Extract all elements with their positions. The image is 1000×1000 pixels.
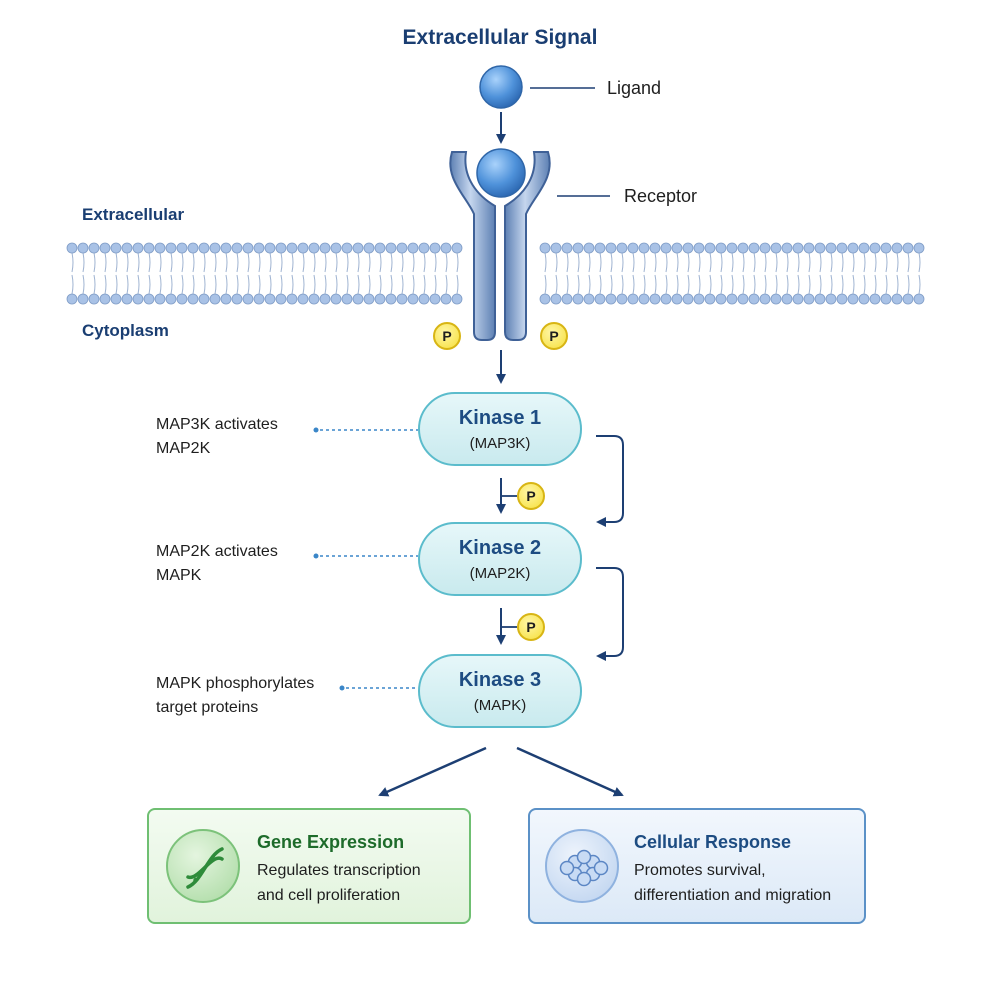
kinase-1-note-line-2: MAP2K — [156, 440, 211, 457]
kinase-2-note-line-1: MAP2K activates — [156, 543, 278, 560]
cascade-arrow-1 — [596, 435, 624, 527]
kinase-2-node: Kinase 2 (MAP2K) — [418, 522, 582, 596]
kinase-3-node: Kinase 3 (MAPK) — [418, 654, 582, 728]
bound-ligand — [476, 148, 526, 198]
kinase-3-type: (MAPK) — [473, 697, 527, 714]
kinase-1-note: MAP3K activates MAP2K — [156, 413, 278, 461]
cellular-response-description: Promotes survival, differentiation and m… — [634, 858, 831, 908]
kinase-1-name: Kinase 1 — [458, 407, 542, 429]
to-gene-expression-arrow — [378, 746, 487, 797]
ligand-label: Ligand — [607, 78, 662, 98]
note-leader-1 — [313, 427, 418, 433]
kinase-2-name: Kinase 2 — [458, 537, 542, 559]
cytoplasm-label: Cytoplasm — [82, 321, 169, 340]
cell-membrane — [66, 242, 925, 305]
kinase-3-note-line-2: target proteins — [156, 699, 259, 716]
receptor-label: Receptor — [624, 186, 698, 206]
gene-desc-line-1: Regulates transcription — [257, 862, 421, 879]
note-leader-2 — [313, 553, 418, 559]
kinase-2-note-line-2: MAPK — [156, 567, 202, 584]
receptor-phosphate-right: P — [540, 322, 568, 350]
kinase-3-note: MAPK phosphorylates target proteins — [156, 672, 314, 720]
receptor-phosphate-left: P — [433, 322, 461, 350]
kinase-3-note-line-1: MAPK phosphorylates — [156, 675, 315, 692]
kinase3-phosphate: P — [517, 613, 545, 641]
kinase-1-note-line-1: MAP3K activates — [156, 416, 278, 433]
cellular-response-box: Cellular Response Promotes survival, dif… — [528, 808, 866, 924]
gene-expression-box: Gene Expression Regulates transcription … — [147, 808, 471, 924]
dna-icon — [166, 829, 240, 903]
to-cellular-response-arrow — [516, 746, 624, 797]
cell-desc-line-1: Promotes survival, — [634, 862, 766, 879]
cell-cluster-icon — [545, 829, 619, 903]
kinase-2-type: (MAP2K) — [469, 565, 531, 582]
cell-desc-line-2: differentiation and migration — [634, 887, 832, 904]
gene-expression-description: Regulates transcription and cell prolife… — [257, 858, 421, 908]
note-leader-3 — [339, 685, 418, 691]
receptor-protein — [449, 151, 551, 341]
kinase-1-node: Kinase 1 (MAP3K) — [418, 392, 582, 466]
gene-expression-title: Gene Expression — [257, 832, 405, 852]
gene-desc-line-2: and cell proliferation — [257, 887, 401, 904]
cascade-arrow-2 — [596, 567, 624, 661]
kinase2-phosphate: P — [517, 482, 545, 510]
cellular-response-title: Cellular Response — [634, 832, 792, 852]
diagram-title: Extracellular Signal — [402, 26, 598, 49]
extracellular-label: Extracellular — [82, 205, 185, 224]
kinase-1-type: (MAP3K) — [469, 435, 531, 452]
ligand-molecule — [479, 65, 523, 109]
kinase-3-name: Kinase 3 — [458, 669, 542, 691]
kinase-2-note: MAP2K activates MAPK — [156, 540, 278, 588]
